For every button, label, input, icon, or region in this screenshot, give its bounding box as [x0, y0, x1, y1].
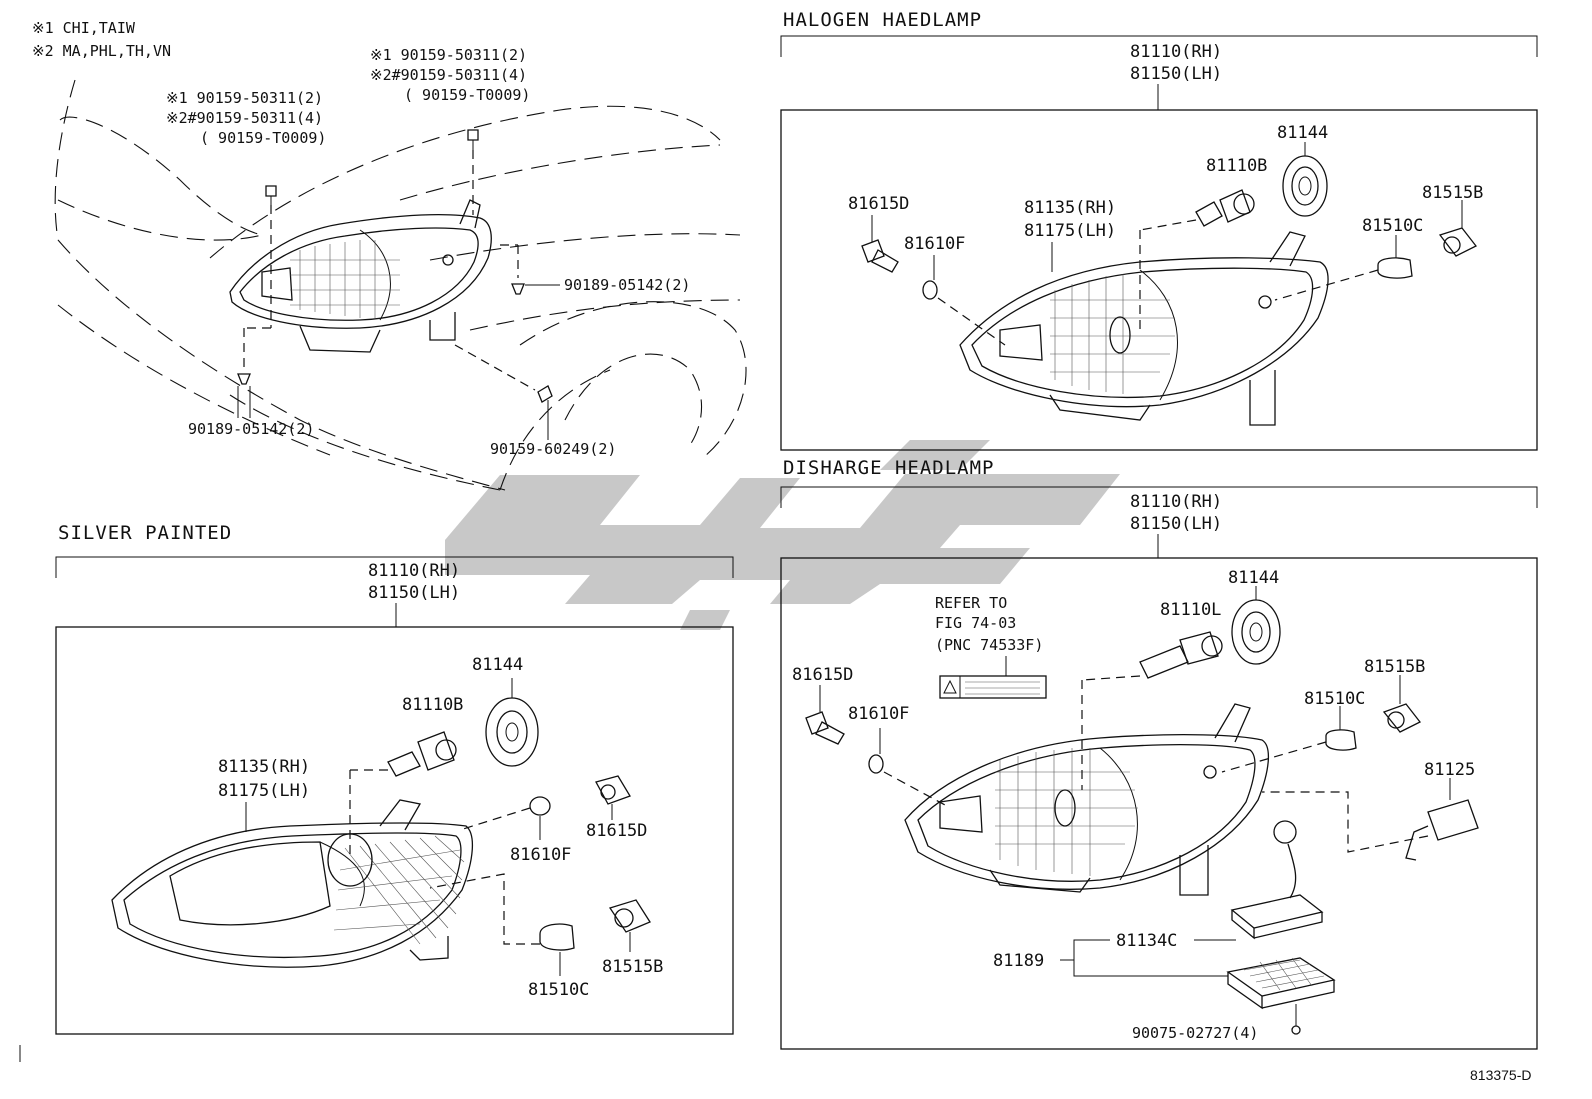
discharge-computer-label: 81134C: [1116, 931, 1177, 951]
callout-b-line-3: ( 90159-T0009): [404, 86, 530, 104]
halogen-heading: HALOGEN HAEDLAMP: [783, 9, 982, 31]
overview-fastener-b: [467, 129, 479, 215]
silver-unit-rh: 81135(RH): [218, 757, 310, 777]
silver-assembly-lh: 81150(LH): [368, 583, 460, 603]
discharge-ballast-label: 81189: [993, 951, 1044, 971]
overview-screw: [454, 344, 553, 440]
halogen-bracket: [780, 35, 1538, 57]
discharge-bulb-f-label: 81610F: [848, 704, 909, 724]
callout-b-line-1: ※1 90159-50311(2): [370, 46, 527, 64]
note-region-2: ※2 MA,PHL,TH,VN: [32, 42, 171, 60]
silver-heading: SILVER PAINTED: [58, 522, 232, 544]
discharge-heading: DISHARGE HEADLAMP: [783, 457, 994, 479]
halogen-assembly-lh: 81150(LH): [1130, 64, 1222, 84]
silver-socket-81515b: [608, 899, 651, 952]
halogen-bulb-81610f: [922, 255, 1006, 346]
silver-bulb-label: 81110B: [402, 695, 463, 715]
discharge-bulb-label: 81110L: [1160, 600, 1221, 620]
halogen-bulb-f-label: 81610F: [904, 234, 965, 254]
discharge-harness-81125: [1262, 778, 1479, 861]
discharge-socket-81615d: [805, 685, 845, 745]
silver-lamp-unit: [111, 799, 474, 968]
callout-a-line-2: ※2#90159-50311(4): [166, 109, 323, 127]
note-region-1: ※1 CHI,TAIW: [32, 19, 136, 37]
discharge-ballast-81189: [1226, 820, 1336, 1035]
clip-bottom-label: 90189-05142(2): [188, 420, 314, 438]
discharge-panel: [780, 557, 1538, 1050]
silver-socket-81615d: [595, 775, 631, 820]
overview-clip-right: [500, 244, 560, 295]
silver-bulb-f-label: 81610F: [510, 845, 571, 865]
overview-clip-bottom: [237, 373, 251, 418]
halogen-socket-d-label: 81615D: [848, 194, 909, 214]
discharge-lamp-unit: [904, 703, 1270, 896]
halogen-cap-81144: [1282, 142, 1328, 217]
halogen-socket-b-label: 81515B: [1422, 183, 1483, 203]
silver-unit-lh: 81175(LH): [218, 781, 310, 801]
silver-cap-label: 81144: [472, 655, 523, 675]
callout-a-line-1: ※1 90159-50311(2): [166, 89, 323, 107]
silver-bulb-81110b: [349, 731, 457, 856]
figure-code: 813375-D: [1470, 1067, 1532, 1083]
clip-right-label: 90189-05142(2): [564, 276, 690, 294]
discharge-screw-label: 90075-02727(4): [1132, 1024, 1258, 1042]
car-front-outline: [54, 79, 747, 491]
callout-a-line-3: ( 90159-T0009): [200, 129, 326, 147]
discharge-assembly-rh: 81110(RH): [1130, 492, 1222, 512]
silver-socket-b-label: 81515B: [602, 957, 663, 977]
halogen-assembly-rh: 81110(RH): [1130, 42, 1222, 62]
callout-b-line-2: ※2#90159-50311(4): [370, 66, 527, 84]
silver-bulb-c-label: 81510C: [528, 980, 589, 1000]
halogen-bulb-81510c: [1274, 235, 1413, 301]
refer-line-1: REFER TO: [935, 594, 1007, 612]
silver-assembly-rh: 81110(RH): [368, 561, 460, 581]
halogen-cap-label: 81144: [1277, 123, 1328, 143]
discharge-assembly-lh: 81150(LH): [1130, 514, 1222, 534]
refer-line-2: FIG 74-03: [935, 614, 1016, 632]
silver-socket-d-label: 81615D: [586, 821, 647, 841]
silver-bulb-81610f: [459, 796, 551, 840]
discharge-socket-d-label: 81615D: [792, 665, 853, 685]
discharge-bulb-81110l: [1081, 631, 1223, 790]
halogen-socket-81515b: [1438, 200, 1477, 257]
overview-fastener-a: [243, 185, 277, 372]
silver-bulb-81510c: [429, 873, 575, 976]
discharge-socket-81515b: [1382, 675, 1421, 733]
silver-cap-81144: [485, 678, 539, 767]
silver-bracket: [55, 556, 734, 578]
overview-headlamp: [229, 199, 492, 353]
refer-line-3: (PNC 74533F): [935, 636, 1043, 654]
discharge-bulb-81610f: [868, 728, 946, 806]
halogen-bulb-label: 81110B: [1206, 156, 1267, 176]
discharge-cap-81144: [1231, 586, 1281, 665]
halogen-socket-81615d: [861, 215, 899, 273]
screw-label: 90159-60249(2): [490, 440, 616, 458]
silver-panel: [55, 626, 734, 1035]
discharge-cap-label: 81144: [1228, 568, 1279, 588]
watermark-logo: [445, 440, 1120, 630]
discharge-bulb-81510c: [1221, 706, 1357, 773]
halogen-bulb-81110b: [1139, 189, 1255, 330]
halogen-bulb-c-label: 81510C: [1362, 216, 1423, 236]
discharge-bracket: [780, 486, 1538, 508]
discharge-harness-label: 81125: [1424, 760, 1475, 780]
halogen-lamp-unit: [959, 231, 1329, 426]
discharge-socket-b-label: 81515B: [1364, 657, 1425, 677]
discharge-bulb-c-label: 81510C: [1304, 689, 1365, 709]
halogen-panel: [780, 109, 1538, 451]
warning-label-icon: [939, 675, 1047, 699]
halogen-unit-lh: 81175(LH): [1024, 221, 1116, 241]
halogen-unit-rh: 81135(RH): [1024, 198, 1116, 218]
